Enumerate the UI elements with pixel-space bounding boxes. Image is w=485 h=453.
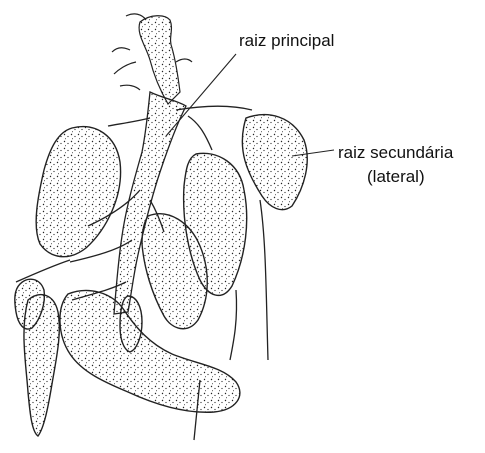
- tuber-right-top: [242, 115, 307, 210]
- tuber-bottom: [60, 291, 240, 413]
- tuber-left: [36, 127, 120, 257]
- secondary-root-label: raiz secundária: [338, 143, 453, 163]
- secondary-root-label-lateral: (lateral): [367, 167, 425, 187]
- main-root-label: raiz principal: [239, 31, 334, 51]
- stem-top: [112, 14, 192, 104]
